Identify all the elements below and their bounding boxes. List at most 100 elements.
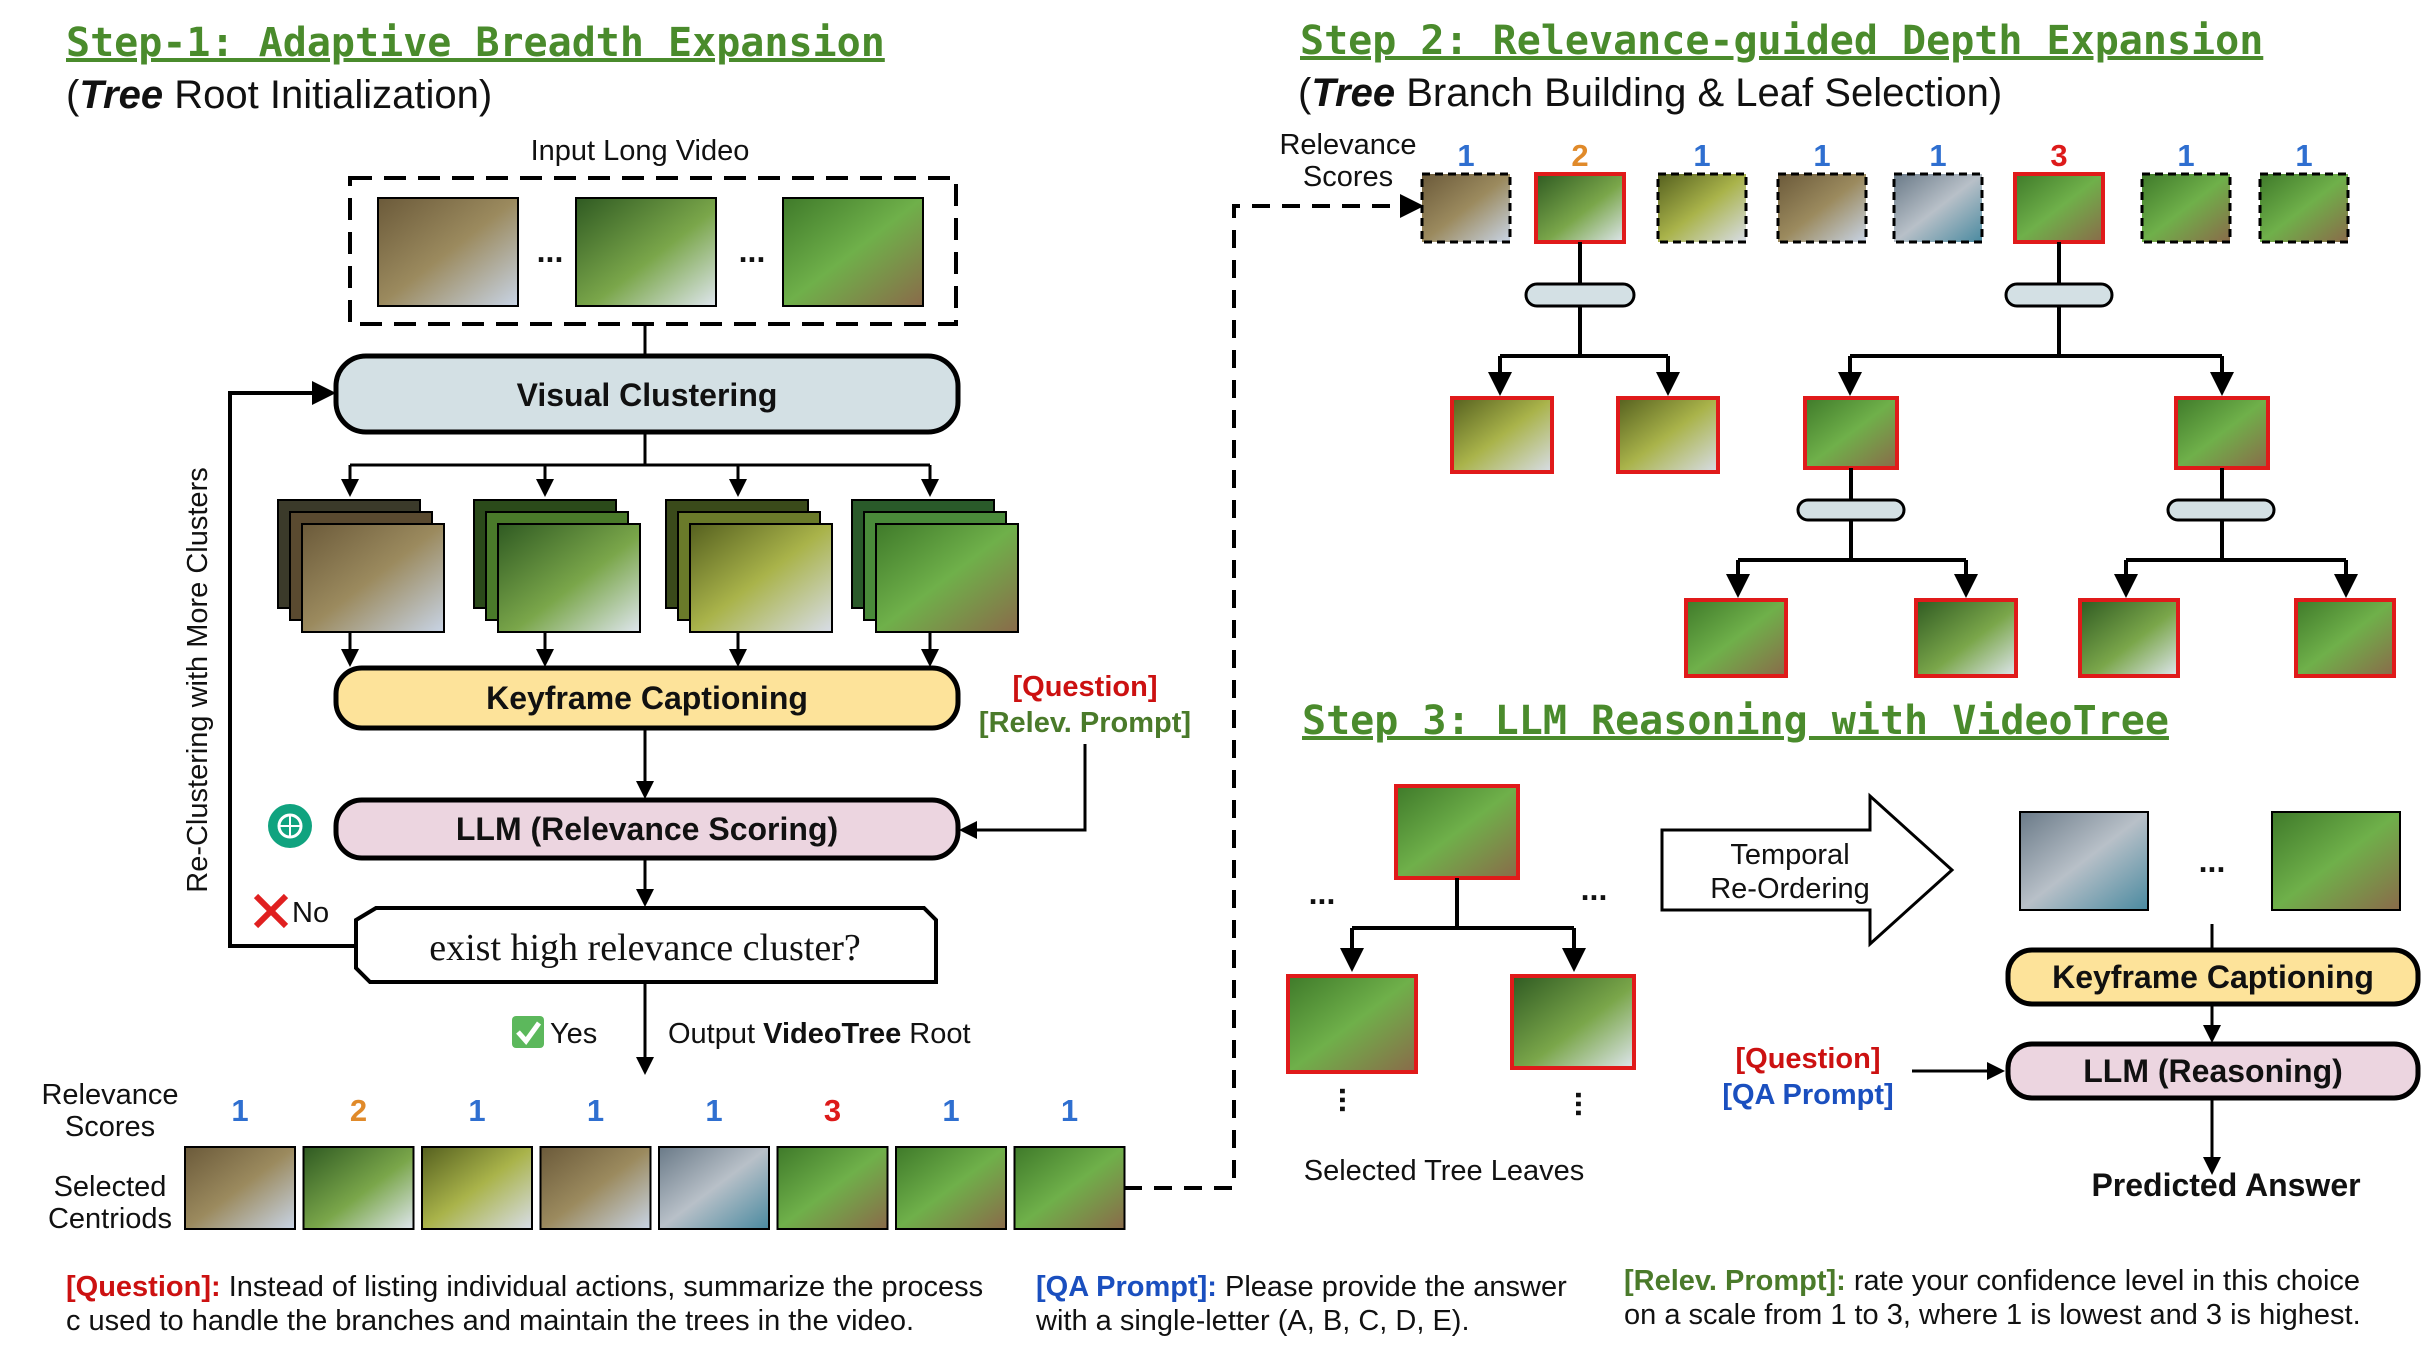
relevance-score: 1 <box>1813 138 1830 173</box>
centroid-frame <box>421 1146 533 1230</box>
question-tag: [Question] <box>1736 1043 1881 1075</box>
yes-label: Yes <box>550 1018 597 1050</box>
ellipsis: ... <box>537 233 564 269</box>
flow-connector <box>1124 194 1424 1190</box>
tree-leaf-frame <box>1510 974 1636 1070</box>
tree-node <box>2004 282 2114 308</box>
footnote-relev-prompt: [Relev. Prompt]: rate your confidence le… <box>1624 1265 2360 1297</box>
openai-logo-icon <box>268 804 312 848</box>
footnote-relev-prompt: on a scale from 1 to 3, where 1 is lowes… <box>1624 1299 2361 1331</box>
cluster-stack-2 <box>473 499 641 633</box>
centroid-frame <box>1013 1146 1126 1230</box>
relevance-score: 2 <box>350 1093 367 1128</box>
step2-subtitle: (Tree Branch Building & Leaf Selection) <box>1298 71 2002 115</box>
video-thumbnail <box>782 197 924 307</box>
temporal-label: Temporal <box>1730 839 1849 871</box>
step3-title: Step 3: LLM Reasoning with VideoTree <box>1302 698 2169 744</box>
relevance-score: 1 <box>587 1093 604 1128</box>
tree-leaf-frame <box>1616 396 1720 474</box>
centroid-frame <box>539 1146 652 1230</box>
centroid-frame <box>895 1146 1007 1230</box>
relevance-score: 1 <box>468 1093 485 1128</box>
video-thumbnail <box>575 197 717 307</box>
cluster-frame <box>1420 172 1512 244</box>
relevance-score: 1 <box>1693 138 1710 173</box>
cluster-frame <box>1656 172 1748 244</box>
relev-prompt-tag: [Relev. Prompt] <box>979 707 1191 739</box>
cluster-frame <box>1892 172 1984 244</box>
ellipsis: ... <box>2199 843 2226 879</box>
footnote-question: [Question]: Instead of listing individua… <box>66 1271 983 1303</box>
footnote-qa-prompt: [QA Prompt]: Please provide the answer <box>1036 1271 1567 1303</box>
input-video-label: Input Long Video <box>531 135 750 167</box>
step1-title: Step-1: Adaptive Breadth Expansion <box>66 20 885 66</box>
decision-box <box>354 906 938 984</box>
video-thumbnail <box>2271 811 2401 911</box>
selected-centroids-label: Centriods <box>48 1203 172 1235</box>
video-thumbnail <box>377 197 519 307</box>
tree-leaf-frame <box>1394 784 1520 880</box>
qa-prompt-tag: [QA Prompt] <box>1722 1079 1893 1111</box>
relevance-scores-label: Relevance <box>41 1079 178 1111</box>
keyframe-captioning-label: Keyframe Captioning <box>2052 959 2374 995</box>
relevance-score: 1 <box>2295 138 2312 173</box>
relevance-scores-label: Scores <box>1303 161 1393 193</box>
ellipsis: ... <box>1333 1087 1369 1114</box>
cluster-stack-3 <box>665 499 833 633</box>
selected-leaves-label: Selected Tree Leaves <box>1304 1155 1585 1187</box>
tree-node <box>2166 498 2276 522</box>
relevance-score: 1 <box>705 1093 722 1128</box>
cluster-stack-4 <box>851 499 1019 633</box>
relevance-score: 1 <box>942 1093 959 1128</box>
cluster-frame <box>1776 172 1868 244</box>
predicted-answer-label: Predicted Answer <box>2091 1167 2360 1203</box>
temporal-label: Re-Ordering <box>1710 873 1870 905</box>
tree-node <box>1524 282 1636 308</box>
step1-subtitle: (Tree Root Initialization) <box>66 73 492 117</box>
llm-relevance-label: LLM (Relevance Scoring) <box>456 811 838 847</box>
relevance-scores-label: Relevance <box>1279 129 1416 161</box>
relevance-score: 1 <box>1061 1093 1078 1128</box>
cluster-stack-1 <box>277 499 445 633</box>
loop-label: Re-Clustering with More Clusters <box>182 467 214 892</box>
ellipsis: ... <box>1569 1091 1605 1118</box>
llm-reasoning-label: LLM (Reasoning) <box>2083 1053 2343 1089</box>
visual-clustering-box <box>333 353 961 435</box>
output-label: Output VideoTree Root <box>668 1018 971 1050</box>
keyframe-captioning-label: Keyframe Captioning <box>486 680 808 716</box>
question-tag: [Question] <box>1013 671 1158 703</box>
tree-leaf-frame <box>1914 598 2018 678</box>
tree-node <box>1796 498 1906 522</box>
video-thumbnail <box>2019 811 2149 911</box>
centroid-frame <box>184 1146 296 1230</box>
step2-title: Step 2: Relevance-guided Depth Expansion <box>1300 18 2263 64</box>
relevance-score: 1 <box>1457 138 1474 173</box>
cluster-frame <box>2140 172 2232 244</box>
selected-cluster-frame <box>1534 172 1626 244</box>
footnote-qa-prompt: with a single-letter (A, B, C, D, E). <box>1035 1305 1470 1337</box>
red-x-icon <box>253 893 289 929</box>
centroid-frame <box>658 1146 770 1230</box>
relevance-score: 3 <box>824 1093 841 1128</box>
ellipsis: ... <box>1581 871 1608 907</box>
ellipsis: ... <box>739 233 766 269</box>
relevance-score: 1 <box>1929 138 1946 173</box>
tree-leaf-frame <box>2294 598 2396 678</box>
centroid-frame <box>302 1146 415 1230</box>
tree-child-frame <box>1803 396 1899 470</box>
tree-child-frame <box>2174 396 2270 470</box>
relevance-score: 2 <box>1571 138 1588 173</box>
footnote-question: c used to handle the branches and mainta… <box>66 1305 914 1337</box>
cluster-frame <box>2258 172 2350 244</box>
no-label: No <box>292 897 329 929</box>
keyframe-captioning-box <box>333 665 961 731</box>
green-check-icon <box>512 1016 544 1048</box>
temporal-reorder-arrow <box>1660 792 1955 948</box>
tree-leaf-frame <box>2078 598 2180 678</box>
relevance-score: 1 <box>231 1093 248 1128</box>
relevance-scores-label: Scores <box>65 1111 155 1143</box>
relevance-score: 1 <box>2177 138 2194 173</box>
tree-leaf-frame <box>1286 974 1418 1074</box>
input-video-frame <box>348 176 958 326</box>
